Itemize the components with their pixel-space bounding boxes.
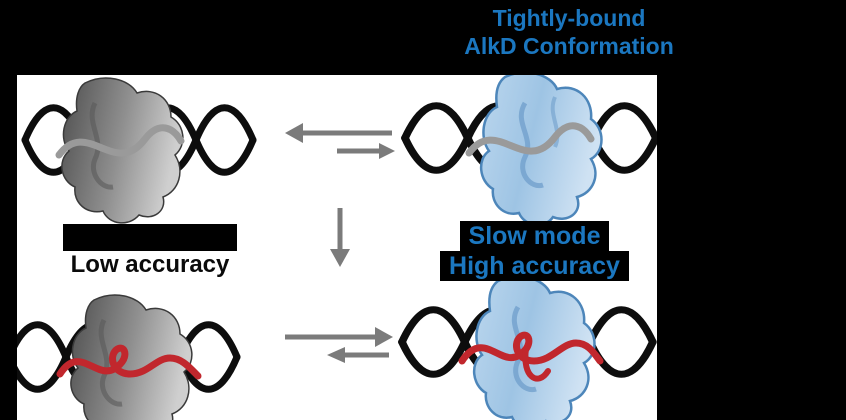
equilibrium-arrows-top bbox=[285, 123, 395, 159]
lesion-strand-red bbox=[458, 331, 604, 365]
arrowhead-left-icon bbox=[327, 347, 345, 363]
panel-tight-damaged bbox=[402, 275, 653, 420]
figure-panel: Low accuracy Slow mode High accuracy bbox=[17, 75, 657, 420]
label-group-right: Slow mode High accuracy bbox=[407, 221, 662, 281]
highlight-box-left bbox=[63, 224, 237, 251]
dna-inner-strand-gray bbox=[55, 124, 185, 159]
equilibrium-arrows-bottom bbox=[285, 327, 393, 363]
dna-inner-strand-gray bbox=[465, 122, 595, 157]
lesion-loop-red bbox=[522, 346, 551, 382]
title-line1: Tightly-bound bbox=[492, 5, 646, 31]
protein-gray-shading bbox=[89, 101, 114, 190]
lesion-strand-red bbox=[56, 344, 202, 380]
arrowhead-right-icon bbox=[379, 143, 395, 159]
protein-blue-shading bbox=[511, 305, 537, 393]
down-arrow-icon bbox=[330, 208, 350, 267]
panel-loose-undamaged bbox=[25, 77, 253, 224]
arrowhead-left-icon bbox=[285, 123, 303, 143]
label-low-accuracy: Low accuracy bbox=[70, 251, 230, 278]
panel-tight-undamaged bbox=[405, 75, 656, 227]
title-line2: AlkD Conformation bbox=[464, 33, 674, 59]
title-tightly-bound: Tightly-bound AlkD Conformation bbox=[423, 4, 715, 60]
protein-blue-shading bbox=[518, 101, 544, 189]
figure-drawing bbox=[17, 75, 657, 420]
arrowhead-right-icon bbox=[375, 327, 393, 347]
protein-gray-shading bbox=[98, 318, 123, 407]
panel-loose-damaged bbox=[17, 294, 237, 420]
protein-blue-shading2 bbox=[550, 96, 560, 148]
label-high-accuracy: High accuracy bbox=[440, 251, 629, 281]
label-slow-mode: Slow mode bbox=[459, 221, 610, 251]
